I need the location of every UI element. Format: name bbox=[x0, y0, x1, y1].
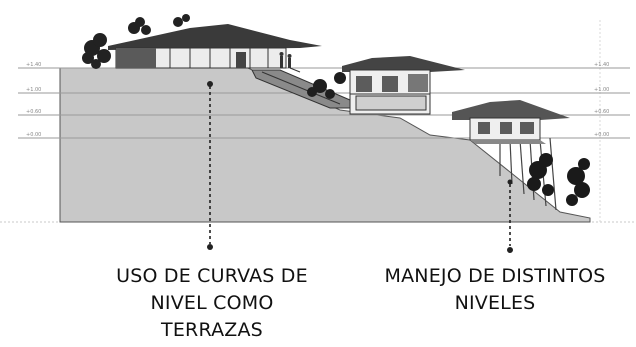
level-mark: +1.40 bbox=[26, 62, 41, 68]
callout-dot bbox=[207, 244, 213, 250]
level-mark: +1.00 bbox=[594, 87, 609, 93]
level-mark: +0.60 bbox=[594, 109, 609, 115]
callout-caption-levels: MANEJO DE DISTINTOS NIVELES bbox=[345, 263, 636, 317]
callout-caption-terraces: USO DE CURVAS DE NIVEL COMO TERRAZAS bbox=[62, 263, 362, 344]
roof bbox=[108, 24, 322, 50]
house-middle bbox=[342, 56, 465, 115]
house-wing bbox=[116, 48, 156, 68]
callout-dot bbox=[507, 247, 513, 253]
level-mark: +1.40 bbox=[594, 62, 609, 68]
caption-line: NIVEL COMO bbox=[150, 292, 274, 314]
callout-dot bbox=[507, 179, 513, 185]
tree-cluster-mid bbox=[307, 72, 346, 99]
people-figures bbox=[279, 52, 292, 68]
level-mark: +0.00 bbox=[594, 132, 609, 138]
level-mark: +0.60 bbox=[26, 109, 41, 115]
callout-dot bbox=[207, 81, 213, 87]
callout-right bbox=[507, 179, 513, 253]
tree-cluster-left bbox=[82, 17, 151, 69]
caption-line: USO DE CURVAS DE bbox=[116, 265, 308, 287]
caption-line: TERRAZAS bbox=[161, 319, 263, 341]
roof bbox=[342, 56, 465, 72]
roof bbox=[452, 100, 570, 120]
level-mark: +1.00 bbox=[26, 87, 41, 93]
callout-left bbox=[207, 81, 213, 250]
caption-line: NIVELES bbox=[454, 292, 536, 314]
tree-cluster-right bbox=[527, 153, 590, 206]
house-lower bbox=[452, 100, 570, 211]
caption-line: MANEJO DE DISTINTOS bbox=[384, 265, 606, 287]
level-marks-right: +1.40 +1.00 +0.60 +0.00 bbox=[594, 62, 609, 138]
level-marks-left: +1.40 +1.00 +0.60 +0.00 bbox=[26, 62, 41, 138]
level-mark: +0.00 bbox=[26, 132, 41, 138]
house-upper bbox=[108, 14, 322, 69]
